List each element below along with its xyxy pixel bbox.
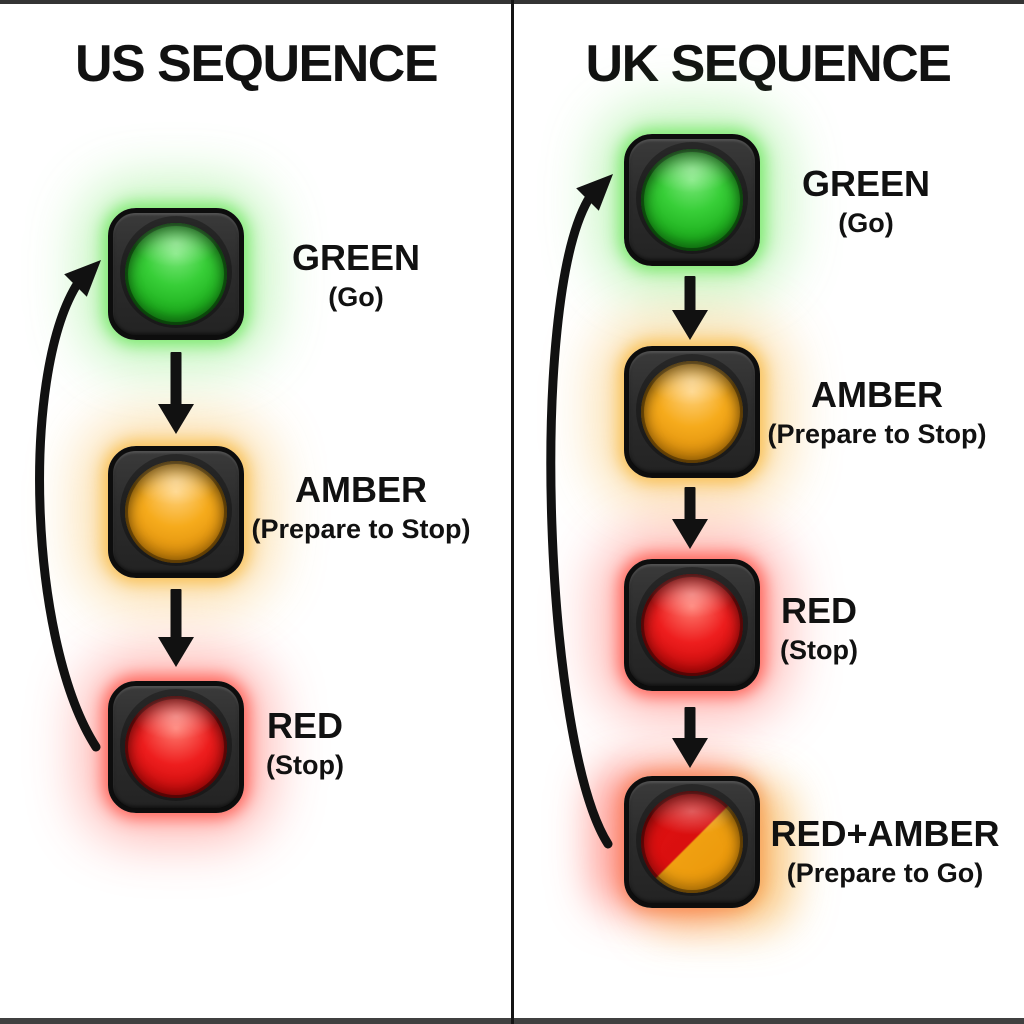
us-down-arrow-2-icon xyxy=(158,589,194,667)
label-text: RED+AMBER xyxy=(770,813,1000,854)
us-loop-arrow-icon xyxy=(35,260,101,752)
uk-down-arrow-1-icon xyxy=(672,276,708,340)
sublabel-text: (Stop) xyxy=(266,749,344,780)
uk-green-label: GREEN (Go) xyxy=(801,163,931,238)
lens-highlight xyxy=(641,361,743,463)
red-lens-icon xyxy=(125,696,227,798)
uk-down-arrow-2-icon xyxy=(672,487,708,549)
label-text: GREEN xyxy=(801,163,931,204)
uk-red-amber-light xyxy=(624,776,760,908)
label-text: AMBER xyxy=(811,374,943,415)
sublabel-text: (Prepare to Go) xyxy=(786,857,984,888)
uk-amber-light xyxy=(624,346,760,478)
uk-red-label: RED (Stop) xyxy=(780,590,858,665)
label-text: GREEN xyxy=(291,237,421,278)
us-green-label: GREEN (Go) xyxy=(291,237,421,312)
label-text: RED xyxy=(780,590,857,631)
label-text: RED xyxy=(266,705,343,746)
red-lens-icon xyxy=(641,574,743,676)
us-red-label: RED (Stop) xyxy=(266,705,344,780)
green-lens-icon xyxy=(125,223,227,325)
sublabel-text: (Stop) xyxy=(780,634,858,665)
lens-highlight xyxy=(641,791,743,893)
sublabel-text: (Prepare to Stop) xyxy=(767,418,987,449)
amber-lens-icon xyxy=(125,461,227,563)
uk-loop-arrow-icon xyxy=(546,174,613,849)
uk-red-amber-label: RED+AMBER (Prepare to Go) xyxy=(770,813,1000,888)
us-green-light xyxy=(108,208,244,340)
uk-amber-label: AMBER (Prepare to Stop) xyxy=(767,374,987,449)
lens-highlight xyxy=(641,574,743,676)
red-amber-lens-icon xyxy=(641,791,743,893)
lens-highlight xyxy=(641,149,743,251)
uk-red-light xyxy=(624,559,760,691)
label-text: AMBER xyxy=(295,469,427,510)
uk-sequence-title: UK SEQUENCE xyxy=(585,35,952,93)
us-amber-light xyxy=(108,446,244,578)
lens-highlight xyxy=(125,696,227,798)
sublabel-text: (Go) xyxy=(838,207,894,238)
sublabel-text: (Prepare to Stop) xyxy=(251,513,471,544)
green-lens-icon xyxy=(641,149,743,251)
uk-down-arrow-3-icon xyxy=(672,707,708,768)
us-red-light xyxy=(108,681,244,813)
amber-lens-icon xyxy=(641,361,743,463)
lens-highlight xyxy=(125,223,227,325)
sublabel-text: (Go) xyxy=(328,281,384,312)
us-sequence-title: US SEQUENCE xyxy=(74,35,439,93)
lens-highlight xyxy=(125,461,227,563)
column-divider xyxy=(511,0,514,1024)
us-amber-label: AMBER (Prepare to Stop) xyxy=(251,469,471,544)
uk-green-light xyxy=(624,134,760,266)
us-down-arrow-1-icon xyxy=(158,352,194,434)
